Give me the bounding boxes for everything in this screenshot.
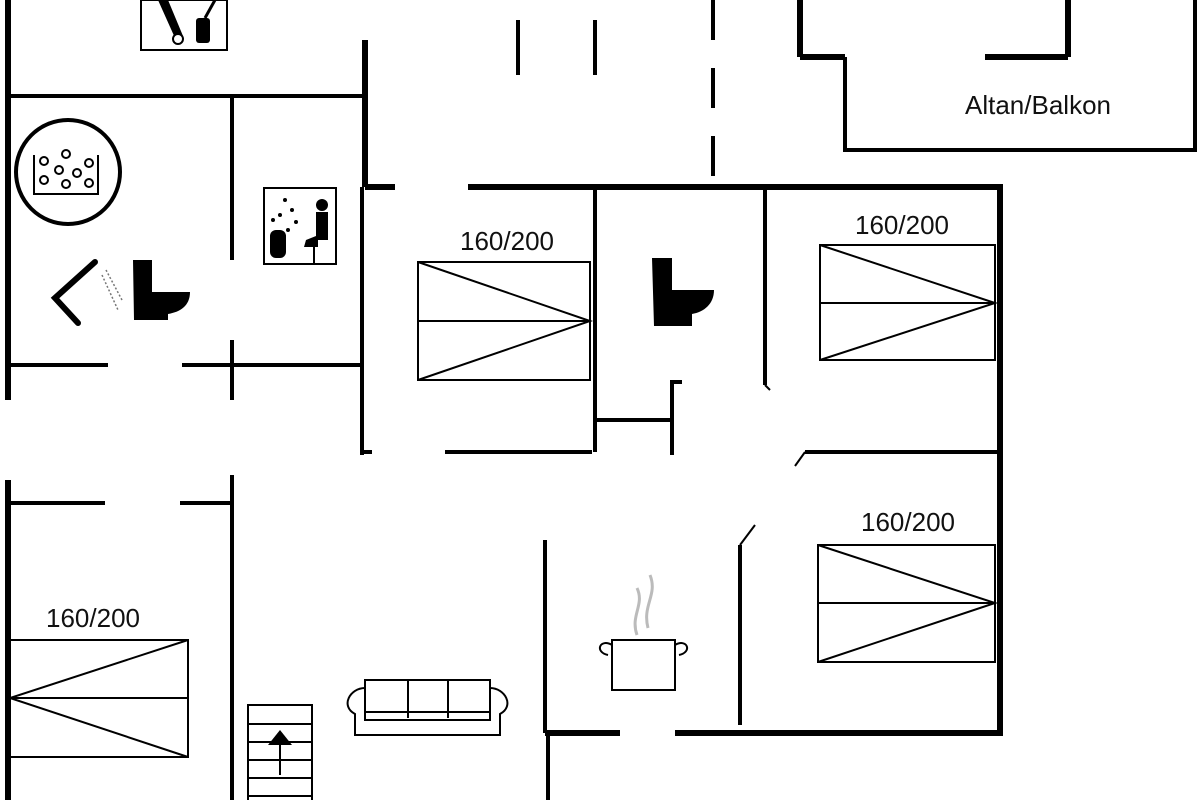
balcony: Altan/Balkon (797, 0, 1197, 152)
bed-1: 160/200 (417, 226, 594, 381)
bed-3-size: 160/200 (861, 507, 955, 537)
cooking-pot-icon (598, 574, 689, 691)
whirlpool-icon (14, 118, 122, 226)
shower-icon (50, 259, 123, 326)
sauna-icon (263, 187, 337, 265)
bed-4-size: 160/200 (46, 603, 140, 633)
toilet-icon (133, 260, 190, 320)
arrow-up-icon (268, 730, 292, 745)
balcony-label: Altan/Balkon (965, 90, 1111, 120)
sofa-icon (346, 679, 509, 736)
bed-2: 160/200 (819, 210, 999, 361)
bed-3: 160/200 (817, 507, 999, 663)
bed-1-size: 160/200 (460, 226, 554, 256)
toilet-icon-2 (652, 258, 714, 326)
stairs-icon (247, 704, 313, 800)
washing-icon (140, 0, 228, 51)
bed-4: 160/200 (6, 603, 189, 758)
walls (5, 0, 1003, 800)
bed-2-size: 160/200 (855, 210, 949, 240)
